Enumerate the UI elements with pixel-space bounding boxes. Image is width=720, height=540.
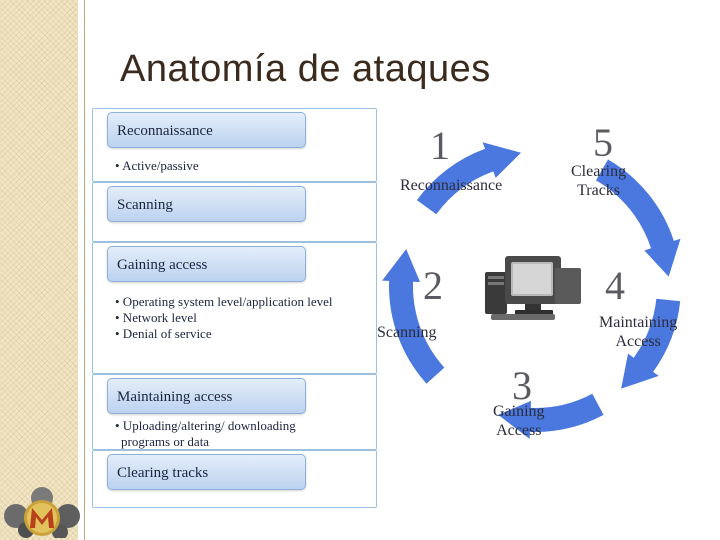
arrow-recon-to-clearing <box>416 142 521 215</box>
stage-label-maintaining-access: Maintaining Access <box>599 314 678 350</box>
slide-title: Anatomía de ataques <box>120 48 491 90</box>
divider-line <box>84 0 85 540</box>
stage-number-4: 4 <box>605 263 625 308</box>
stage-label-gaining-access: Gaining Access <box>493 403 545 439</box>
bullet-item: • Network level <box>115 310 197 325</box>
stage-label-reconnaissance: Reconnaissance <box>400 177 503 194</box>
step-heading: Clearing tracks <box>107 454 306 490</box>
arrow-clearing-to-maintaining <box>596 159 681 277</box>
cycle-arrow-group <box>382 142 681 439</box>
decorative-side-strip <box>0 0 78 540</box>
stage-number-3: 3 <box>512 363 532 408</box>
cycle-arrows <box>382 142 681 439</box>
attack-cycle-diagram: 1 Reconnaissance 2 Scanning 3 Gaining Ac… <box>375 118 700 448</box>
step-clearing-tracks: Clearing tracks <box>92 450 377 508</box>
step-heading: Scanning <box>107 186 306 222</box>
stage-label-scanning: Scanning <box>377 324 437 341</box>
step-gaining-access: Gaining access • Operating system level/… <box>92 242 377 374</box>
step-reconnaissance: Reconnaissance • Active/passive <box>92 108 377 182</box>
step-bullets: • Active/passive <box>115 158 199 174</box>
stage-number-5: 5 <box>593 120 613 165</box>
step-heading: Reconnaissance <box>107 112 306 148</box>
step-heading: Gaining access <box>107 246 306 282</box>
step-bullets: • Operating system level/application lev… <box>115 294 333 342</box>
stage-label-clearing-tracks: Clearing Tracks <box>571 163 627 199</box>
stage-number-2: 2 <box>423 263 443 308</box>
stage-number-1: 1 <box>430 123 450 168</box>
logo-emblem <box>4 487 80 538</box>
step-bullets: • Uploading/altering/ downloading progra… <box>115 418 296 450</box>
arrow-maintaining-to-gaining <box>621 298 681 389</box>
bullet-item-continuation: programs or data <box>121 434 210 449</box>
step-heading: Maintaining access <box>107 378 306 414</box>
bullet-item: • Uploading/altering/ downloading <box>115 418 296 433</box>
bullet-item: • Denial of service <box>115 326 212 341</box>
arrow-gaining-to-scanning <box>498 393 604 439</box>
step-scanning: Scanning <box>92 182 377 242</box>
step-maintaining-access: Maintaining access • Uploading/altering/… <box>92 374 377 450</box>
computer-icon <box>485 256 581 320</box>
bullet-item: • Active/passive <box>115 158 199 173</box>
bullet-item: • Operating system level/application lev… <box>115 294 333 309</box>
arrow-scanning-to-recon <box>382 249 445 384</box>
